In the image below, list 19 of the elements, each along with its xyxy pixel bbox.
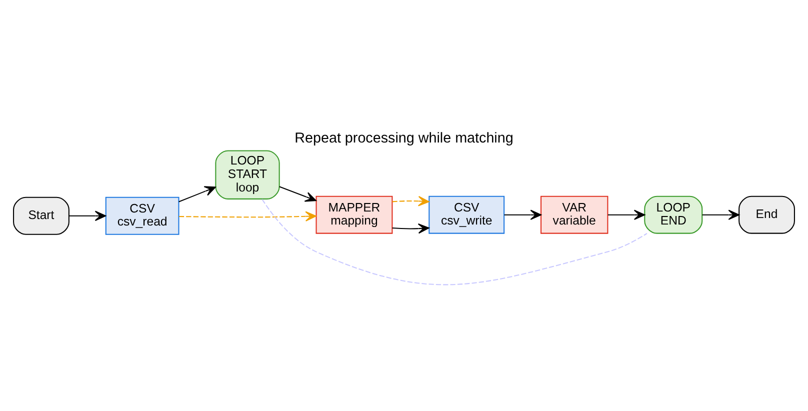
node-box: MAPPER mapping — [316, 195, 393, 234]
node-box: Start — [13, 196, 70, 234]
node-box: LOOP START loop — [215, 150, 280, 199]
arrow — [392, 196, 430, 206]
arrow — [178, 186, 216, 202]
arrow — [279, 186, 316, 202]
arrow — [69, 210, 106, 220]
arrow — [608, 209, 646, 220]
arrow — [702, 209, 740, 220]
arrow — [179, 210, 317, 221]
arrow — [392, 222, 430, 234]
node-box: CSV csv_read — [105, 196, 180, 234]
arrow — [504, 209, 542, 220]
diagram-title: Repeat processing while matching — [294, 130, 514, 146]
node-box: LOOP END — [644, 195, 703, 234]
connector — [262, 198, 648, 285]
node-box: CSV csv_write — [428, 195, 505, 234]
node-box: End — [738, 195, 795, 234]
node-box: VAR variable — [540, 195, 608, 234]
